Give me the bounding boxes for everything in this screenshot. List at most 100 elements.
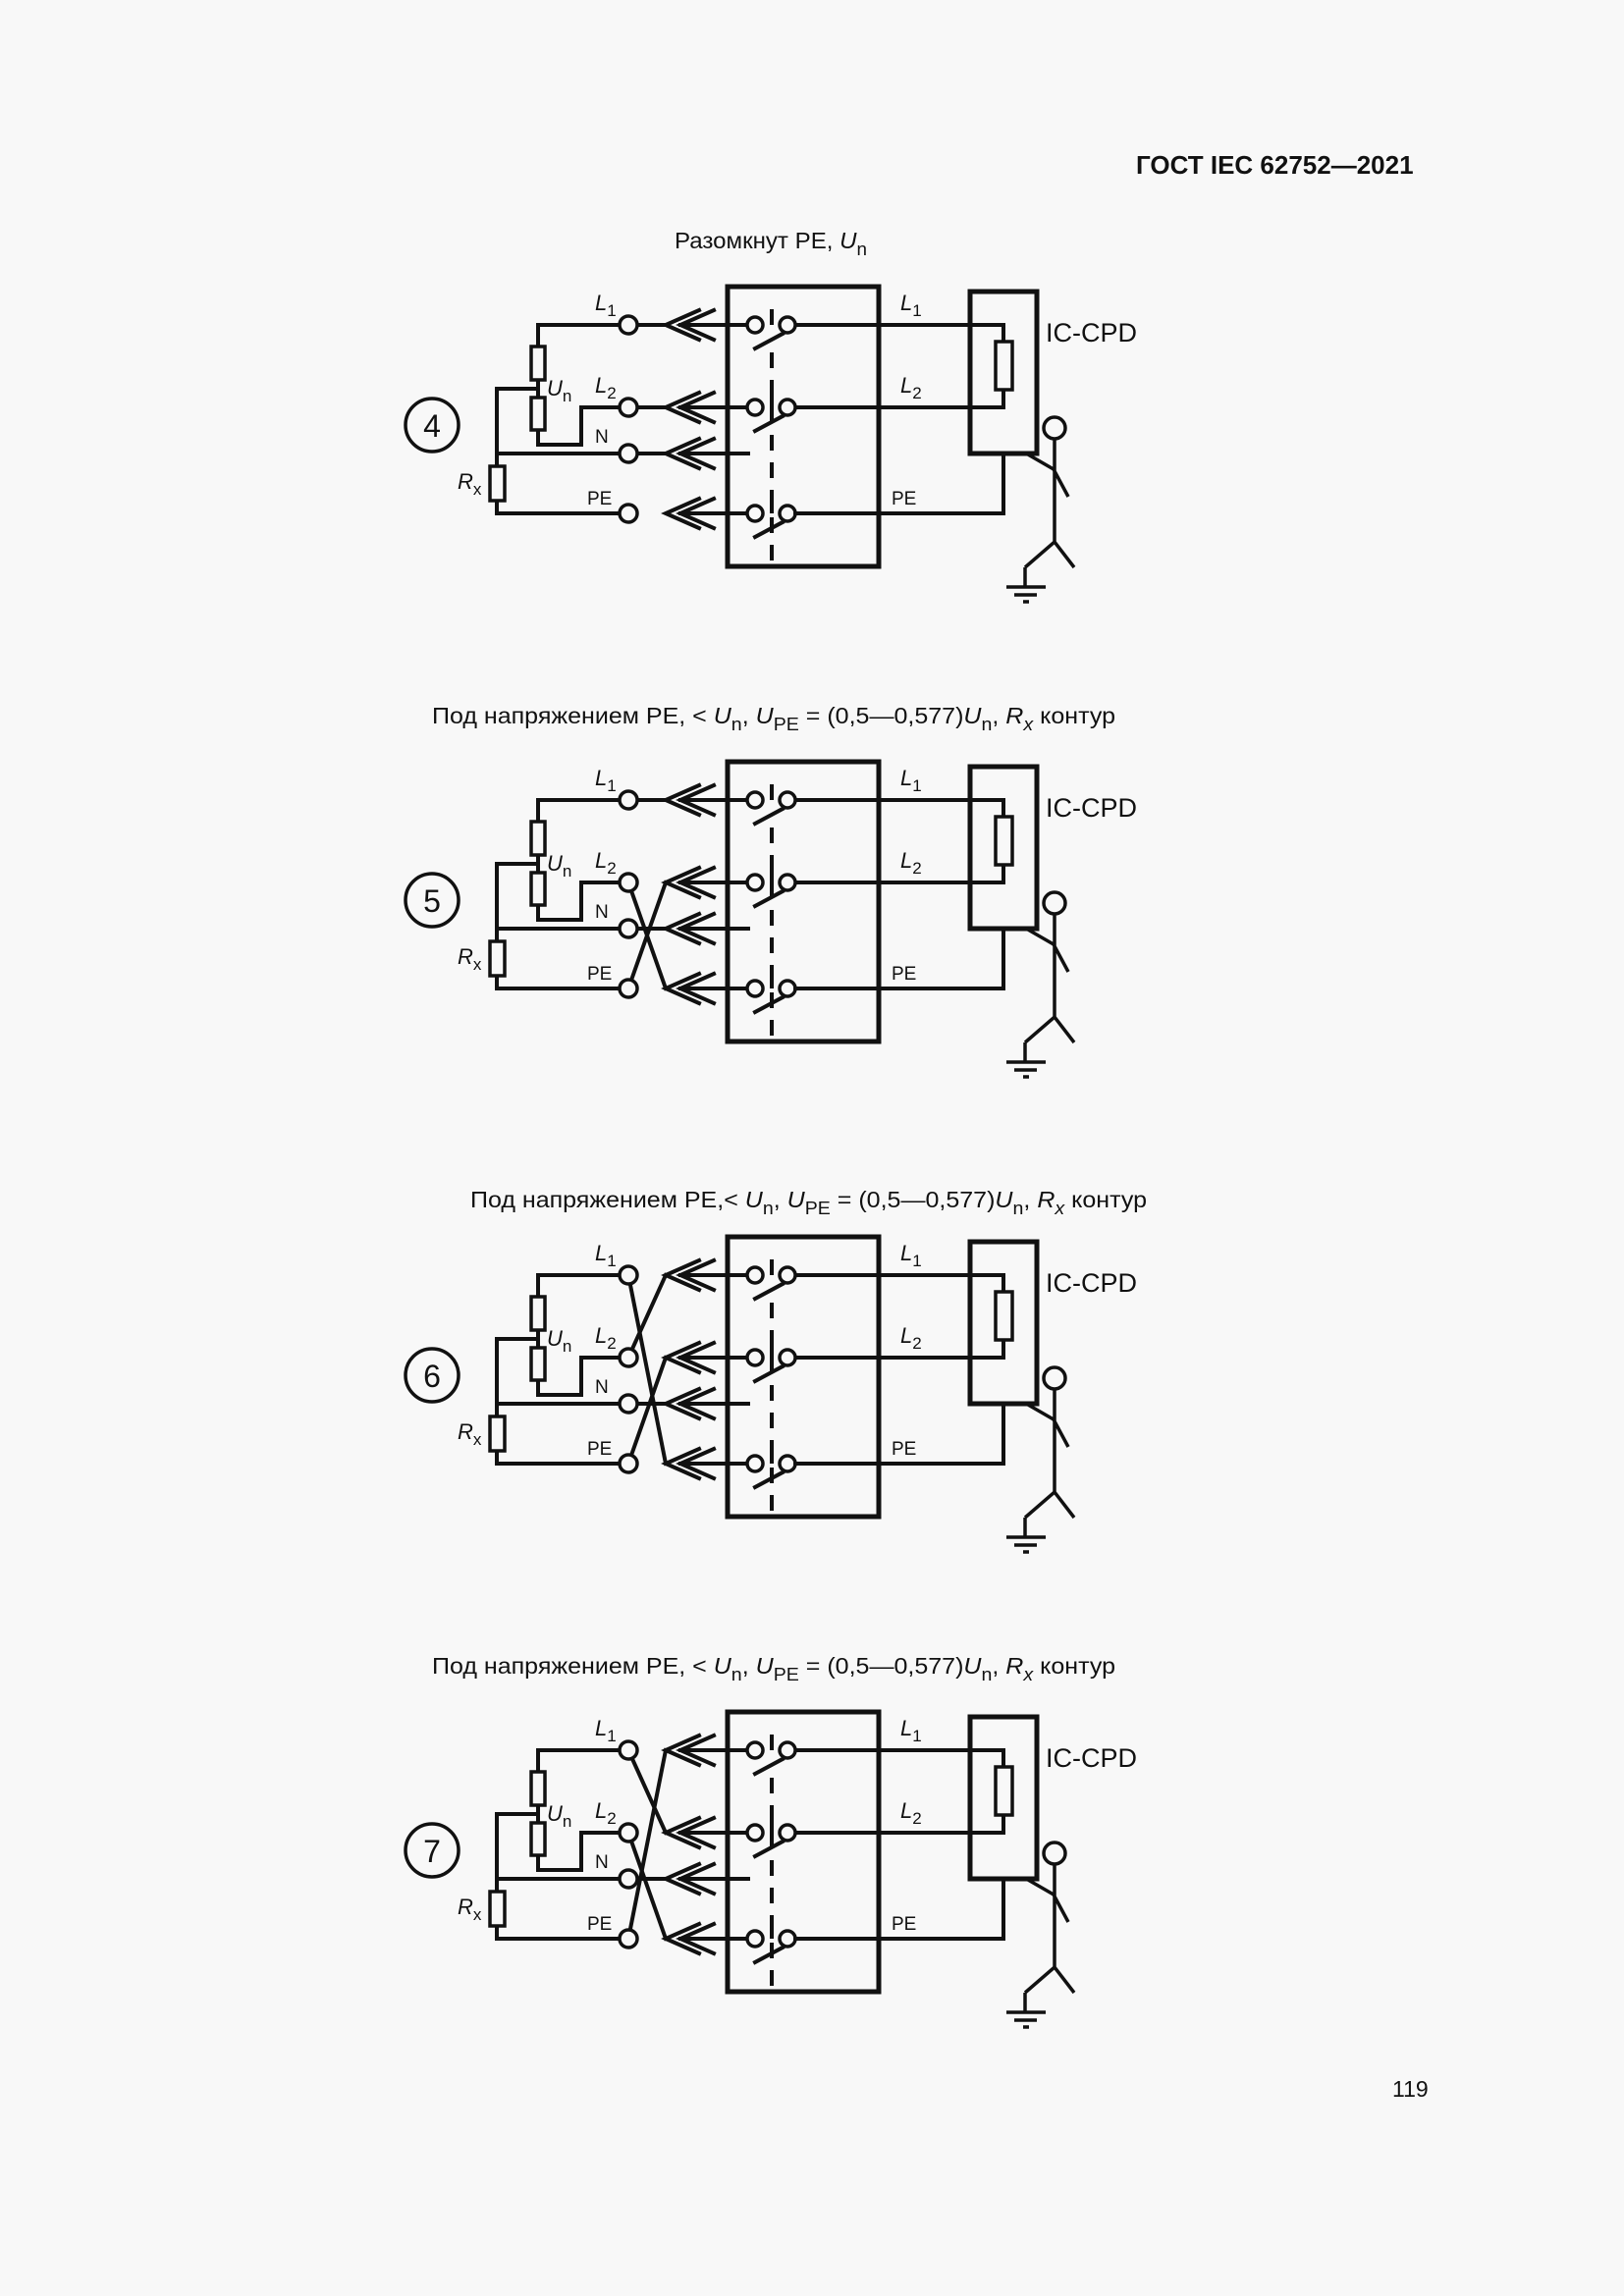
label-rx: Rx	[458, 944, 482, 974]
terminal-n-source	[618, 443, 639, 464]
wire-pe-return	[793, 1877, 1005, 1941]
label-pe-source: PE	[587, 1914, 612, 1935]
switch-contact-out	[778, 790, 797, 810]
resistor-lower	[529, 871, 547, 907]
page-number: 119	[1392, 2076, 1429, 2102]
switch-contact-out	[778, 1348, 797, 1367]
person-body-icon	[1023, 440, 1076, 587]
resistor-rx	[488, 939, 507, 978]
diagram-6-title: Под напряжением PE,< Un, UPE = (0,5—0,57…	[470, 1187, 1147, 1218]
terminal-pe-source	[618, 503, 639, 524]
ic-cpd-load-resistor	[994, 815, 1014, 867]
switch-contact-in	[745, 873, 765, 892]
switch-contact-in	[745, 504, 765, 523]
wire-rx	[495, 1337, 622, 1466]
label-pe-source: PE	[587, 1439, 612, 1460]
diagram-number: 7	[423, 1834, 441, 1869]
ic-cpd-load-resistor	[994, 340, 1014, 392]
diagram-number-circle	[404, 1347, 460, 1404]
terminal-l2-source	[618, 397, 639, 418]
label-l1-out: L1	[900, 1716, 922, 1745]
label-pe-out: PE	[892, 489, 916, 509]
switch-blade	[752, 806, 785, 827]
switch-contact-out	[778, 398, 797, 417]
diagram-number: 4	[423, 408, 441, 444]
diagram-stack: Разомкнут PE, Un4L1L2NPEUnRxL1L2PEIC-CPD…	[404, 228, 1147, 2029]
resistor-lower	[529, 1821, 547, 1857]
label-l2-out: L2	[900, 1798, 922, 1828]
terminal-n-source	[618, 1393, 639, 1415]
person-body-icon	[1023, 915, 1076, 1062]
terminal-pe-source	[618, 1928, 639, 1949]
switch-contact-out	[778, 1929, 797, 1949]
switch-blade	[752, 1469, 785, 1490]
person-head-icon	[1042, 1365, 1067, 1391]
terminal-l1-source	[618, 1739, 639, 1761]
terminal-l1-source	[618, 314, 639, 336]
switch-blade	[752, 1363, 785, 1384]
terminal-l2-source	[618, 1822, 639, 1843]
switch-contact-out	[778, 504, 797, 523]
switch-blade	[752, 1945, 785, 1965]
link-pe-to-l2	[625, 880, 669, 991]
resistor-upper	[529, 345, 547, 382]
ground-icon	[1006, 2010, 1046, 2029]
label-un: Un	[547, 1326, 571, 1356]
link-pe-to-l2	[625, 1355, 669, 1467]
label-n-source: N	[595, 1377, 609, 1398]
switch-contact-in	[745, 315, 765, 335]
ground-icon	[1006, 585, 1046, 604]
switch-contact-out	[778, 1454, 797, 1473]
resistor-lower	[529, 396, 547, 432]
label-rx: Rx	[458, 1419, 482, 1449]
person-head-icon	[1042, 415, 1067, 441]
link-pe-to-l1	[625, 1747, 669, 1942]
terminal-n-source	[618, 1868, 639, 1890]
document-header: ГОСТ IEC 62752—2021	[1136, 150, 1414, 180]
resistor-rx	[488, 1890, 507, 1928]
terminal-l2-source	[618, 1347, 639, 1368]
switch-contact-in	[745, 1348, 765, 1367]
switch-contact-in	[745, 398, 765, 417]
label-l1-source: L1	[595, 766, 617, 795]
diagram-5-title: Под напряжением PE, < Un, UPE = (0,5—0,5…	[432, 703, 1115, 734]
label-n-source: N	[595, 902, 609, 923]
switch-box	[725, 1709, 882, 1995]
switch-contact-out	[778, 1823, 797, 1842]
switch-contact-in	[745, 790, 765, 810]
link-l1-to-pe	[625, 1272, 669, 1467]
wire-pe-return	[793, 1402, 1005, 1466]
label-l1-source: L1	[595, 1241, 617, 1270]
label-l1-out: L1	[900, 766, 922, 795]
switch-contact-in	[745, 1929, 765, 1949]
terminal-l1-source	[618, 789, 639, 811]
label-l2-out: L2	[900, 1323, 922, 1353]
label-l2-source: L2	[595, 373, 617, 402]
switch-contact-out	[778, 979, 797, 998]
switch-contact-out	[778, 1740, 797, 1760]
switch-contact-in	[745, 1265, 765, 1285]
label-l2-source: L2	[595, 1323, 617, 1353]
diagram-number-circle	[404, 397, 460, 454]
diagram-number-circle	[404, 872, 460, 929]
switch-box	[725, 759, 882, 1044]
resistor-upper	[529, 820, 547, 857]
label-ic-cpd: IC-CPD	[1046, 793, 1137, 823]
link-l1-to-l2	[625, 1747, 669, 1836]
ic-cpd-load-resistor	[994, 1765, 1014, 1817]
wire-rx	[495, 1812, 622, 1941]
label-rx: Rx	[458, 1895, 482, 1924]
diagram-number-circle	[404, 1822, 460, 1879]
diagram-7-title: Под напряжением PE, < Un, UPE = (0,5—0,5…	[432, 1653, 1115, 1684]
label-n-source: N	[595, 1852, 609, 1873]
label-l2-out: L2	[900, 848, 922, 878]
switch-contact-in	[745, 979, 765, 998]
label-un: Un	[547, 1801, 571, 1831]
label-ic-cpd: IC-CPD	[1046, 1268, 1137, 1298]
label-ic-cpd: IC-CPD	[1046, 318, 1137, 347]
terminal-l1-source	[618, 1264, 639, 1286]
circuit-diagram-6: Под напряжением PE,< Un, UPE = (0,5—0,57…	[404, 1187, 1147, 1554]
resistor-upper	[529, 1770, 547, 1807]
person-head-icon	[1042, 1841, 1067, 1866]
